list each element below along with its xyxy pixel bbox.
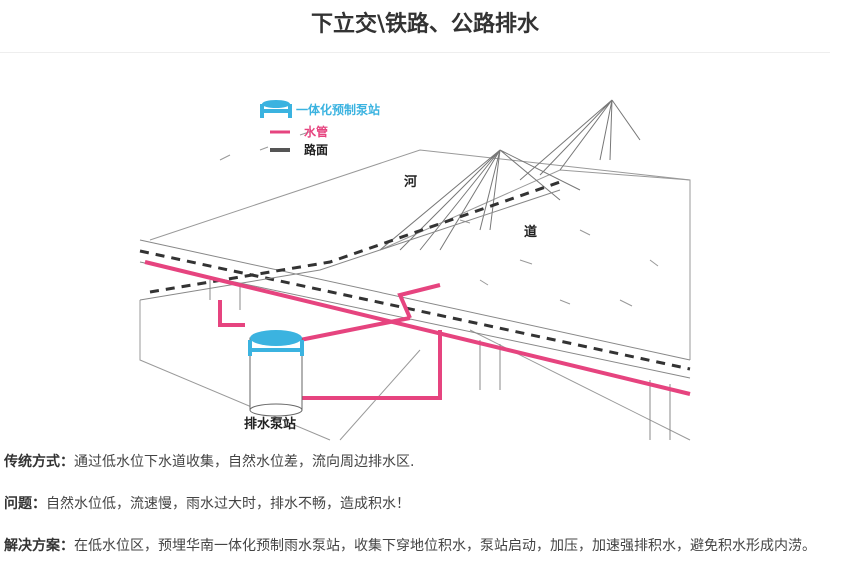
page-title: 下立交\铁路、公路排水 (310, 12, 540, 37)
legend: 一体化预制泵站 水管 路面 (260, 100, 380, 157)
para-label: 传统方式： (4, 454, 74, 470)
paragraph-problem: 问题：自然水位低，流速慢，雨水过大时，排水不畅，造成积水！ (4, 494, 834, 514)
road (139, 180, 691, 440)
paragraph-solution: 解决方案：在低水位区，预埋华南一体化预制雨水泵站，收集下穿地位积水，泵站启动，加… (4, 536, 834, 556)
para-label: 解决方案： (4, 538, 74, 554)
river-label-2: 道 (524, 224, 537, 240)
pump-label: 排水泵站 (244, 416, 296, 432)
para-text: 通过低水位下水道收集，自然水位差，流向周边排水区. (74, 454, 415, 470)
svg-text:一体化预制泵站: 一体化预制泵站 (296, 102, 380, 117)
drainage-diagram: 一体化预制泵站 水管 路面 河 道 排水泵站 (139, 99, 691, 441)
river-label-1: 河 (404, 174, 417, 190)
para-text: 自然水位低，流速慢，雨水过大时，排水不畅，造成积水！ (46, 496, 410, 512)
water-pipe (144, 260, 691, 400)
svg-text:水管: 水管 (304, 124, 328, 139)
divider (0, 52, 830, 53)
para-text: 在低水位区，预埋华南一体化预制雨水泵站，收集下穿地位积水，泵站启动，加压，加速强… (74, 538, 816, 554)
pump-station (248, 330, 304, 417)
svg-text:路面: 路面 (304, 142, 328, 157)
paragraph-traditional: 传统方式：通过低水位下水道收集，自然水位差，流向周边排水区. (4, 452, 834, 472)
bridge-tower (379, 99, 641, 251)
para-label: 问题： (4, 496, 46, 512)
